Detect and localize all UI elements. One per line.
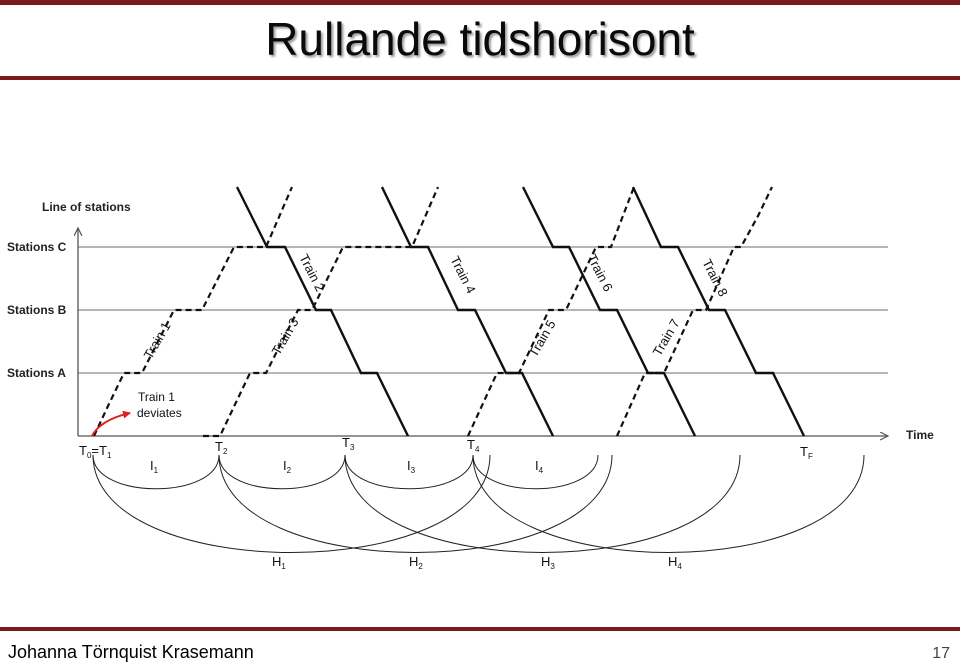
train-label-3: Train 3 xyxy=(269,315,302,357)
train-path-1 xyxy=(93,186,294,437)
station-lines xyxy=(78,246,888,374)
train-labels: Train 1 Train 2 Train 3 Train 4 Train 5 … xyxy=(141,252,731,362)
train-label-7: Train 7 xyxy=(650,316,683,358)
station-label-c: Stations C xyxy=(7,240,67,254)
time-label-t4: T4 xyxy=(467,437,480,454)
train-path-3 xyxy=(203,186,440,438)
train-label-1: Train 1 xyxy=(141,319,174,361)
footer-divider xyxy=(0,627,960,631)
time-point-labels: T0=T1 T2 T3 T4 TF xyxy=(79,435,813,461)
horizon-label-4: H4 xyxy=(668,554,682,571)
interval-arc-4 xyxy=(472,454,599,490)
horizon-arcs xyxy=(92,454,865,553)
interval-label-4: I4 xyxy=(535,458,544,475)
deviation-note-line1: Train 1 xyxy=(138,390,175,404)
time-label-tf: TF xyxy=(800,444,813,461)
interval-arcs xyxy=(92,454,599,490)
solid-train-paths xyxy=(235,186,806,437)
interval-arc-3 xyxy=(344,454,474,490)
slide-title: Rullande tidshorisont xyxy=(265,13,695,65)
interval-arc-1 xyxy=(92,454,220,490)
deviation-note-line2: deviates xyxy=(137,406,182,420)
train-path-6 xyxy=(521,186,697,437)
title-divider xyxy=(0,76,960,80)
train-path-7 xyxy=(615,186,773,437)
x-axis-label: Time xyxy=(906,428,934,442)
station-label-b: Stations B xyxy=(7,303,67,317)
horizon-arc-2 xyxy=(218,454,613,553)
horizon-arc-3 xyxy=(344,454,741,553)
train-label-2: Train 2 xyxy=(296,252,328,294)
top-accent-bar xyxy=(0,0,960,5)
horizon-label-2: H2 xyxy=(409,554,423,571)
time-label-t0: T0=T1 xyxy=(79,443,112,460)
train-path-8 xyxy=(631,186,806,437)
horizon-labels: H1 H2 H3 H4 xyxy=(272,554,682,571)
train-label-5: Train 5 xyxy=(526,317,559,359)
deviation-arrow xyxy=(91,410,131,437)
horizon-arc-1 xyxy=(92,454,491,553)
dashed-train-paths xyxy=(93,186,773,438)
train-path-5 xyxy=(467,186,636,437)
time-label-t2: T2 xyxy=(215,439,228,456)
train-label-4: Train 4 xyxy=(447,254,479,296)
time-label-t3: T3 xyxy=(342,435,355,452)
interval-label-2: I2 xyxy=(283,458,292,475)
interval-label-1: I1 xyxy=(150,458,159,475)
page-number: 17 xyxy=(932,645,950,662)
interval-label-3: I3 xyxy=(407,458,416,475)
train-path-4 xyxy=(380,186,555,437)
horizon-arc-4 xyxy=(472,454,865,553)
footer-author: Johanna Törnquist Krasemann xyxy=(8,642,254,662)
interval-arc-2 xyxy=(218,454,346,490)
y-axis-label: Line of stations xyxy=(42,200,131,214)
train-path-2 xyxy=(235,186,410,437)
station-label-a: Stations A xyxy=(7,366,66,380)
interval-labels: I1 I2 I3 I4 xyxy=(150,458,544,475)
horizon-label-1: H1 xyxy=(272,554,286,571)
horizon-label-3: H3 xyxy=(541,554,555,571)
